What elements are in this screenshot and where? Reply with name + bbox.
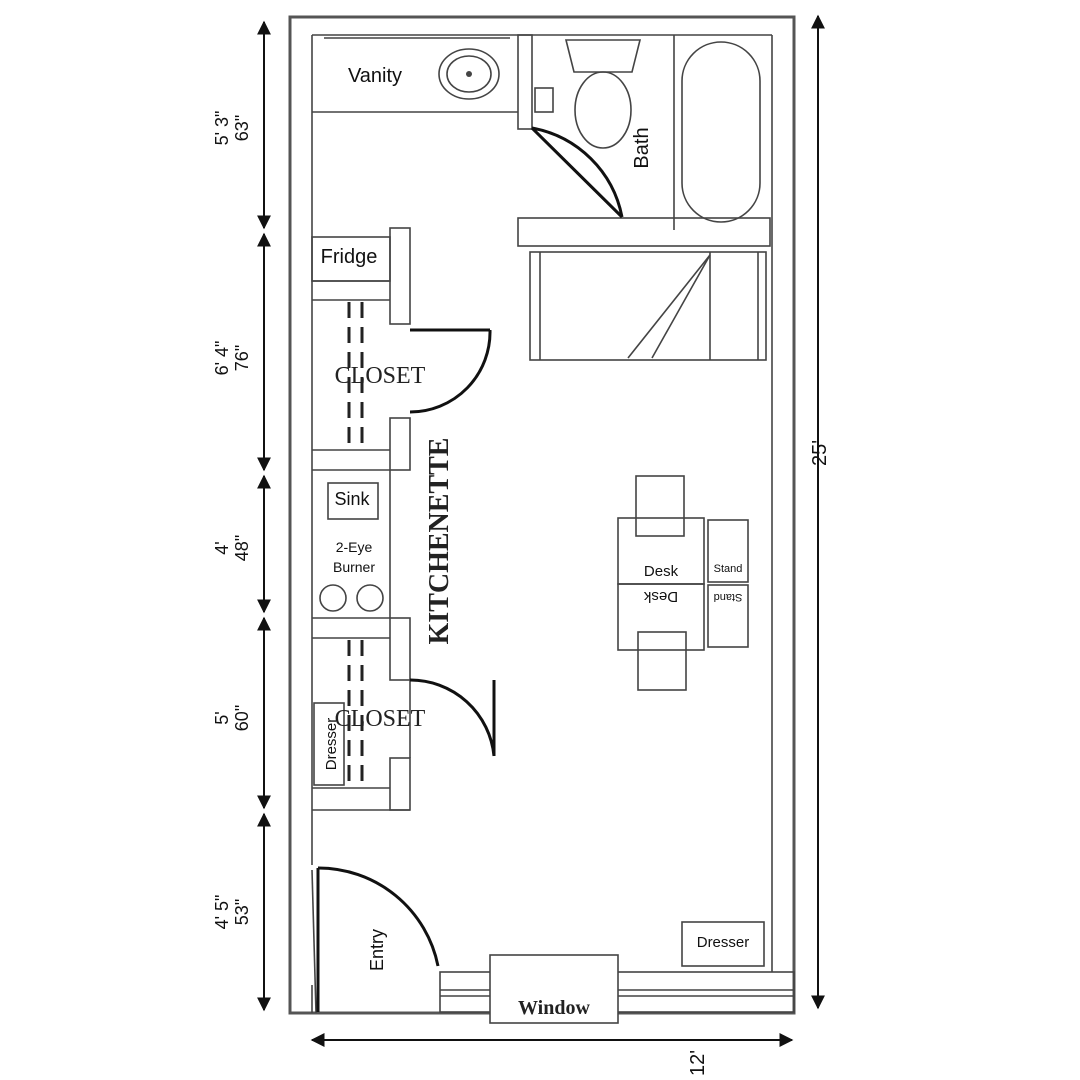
bed-icon bbox=[529, 251, 767, 361]
kitchenette-counter bbox=[319, 470, 391, 618]
closet-lower-block bbox=[312, 617, 496, 811]
svg-text:5' 3": 5' 3" bbox=[212, 111, 232, 146]
dimension-left-5: 4' 5" 53" bbox=[212, 895, 252, 930]
toilet-icon bbox=[564, 39, 642, 149]
dresser-corner-label: Dresser bbox=[697, 934, 750, 951]
stand-top-label: Stand bbox=[714, 563, 743, 575]
sink-label: Sink bbox=[334, 489, 370, 509]
fridge-closet-block bbox=[311, 227, 492, 471]
burner-label-line2: Burner bbox=[333, 559, 375, 575]
svg-text:4': 4' bbox=[212, 541, 232, 554]
desk-bottom-icon bbox=[617, 583, 705, 651]
svg-text:63": 63" bbox=[232, 115, 252, 141]
vanity-sink-icon bbox=[438, 48, 500, 100]
dimension-left-1: 5' 3" 63" bbox=[212, 111, 252, 146]
svg-text:53": 53" bbox=[232, 899, 252, 925]
bathtub-icon bbox=[681, 41, 761, 223]
svg-text:60": 60" bbox=[232, 705, 252, 731]
burner-right-icon bbox=[356, 584, 384, 612]
dimension-left-3: 4' 48" bbox=[212, 535, 252, 561]
window-label: Window bbox=[518, 997, 590, 1019]
dresser-closet-icon bbox=[313, 702, 345, 786]
window-sash bbox=[489, 954, 619, 1024]
entry-window-area bbox=[316, 866, 795, 1024]
dresser-closet-label: Dresser bbox=[323, 718, 340, 771]
desk-chair-top-icon bbox=[635, 475, 685, 537]
desk-bottom-label: Desk bbox=[643, 588, 678, 605]
burner-left-icon bbox=[319, 584, 347, 612]
svg-text:48": 48" bbox=[232, 535, 252, 561]
svg-text:4' 5": 4' 5" bbox=[212, 895, 232, 930]
svg-text:6' 4": 6' 4" bbox=[212, 341, 232, 376]
dimension-left-2: 6' 4" 76" bbox=[212, 341, 252, 376]
dresser-corner-icon bbox=[681, 921, 765, 967]
exterior-walls bbox=[288, 15, 796, 1015]
closet-upper-label: CLOSET bbox=[335, 363, 426, 389]
dimension-right-label: 25' bbox=[809, 440, 831, 466]
svg-text:5': 5' bbox=[212, 711, 232, 724]
dimension-lines bbox=[257, 14, 825, 1047]
entry-label: Entry bbox=[367, 929, 387, 971]
kitchenette-label: KITCHENETTE bbox=[424, 438, 455, 645]
bath-label: Bath bbox=[631, 127, 653, 168]
toilet-paper-holder-icon bbox=[534, 87, 554, 113]
dimension-bottom-label: 12' bbox=[687, 1050, 709, 1076]
sink-icon bbox=[327, 482, 379, 520]
closet-lower-label: CLOSET bbox=[335, 706, 426, 732]
desk-area bbox=[617, 475, 749, 691]
entry-door bbox=[317, 866, 440, 967]
stand-top-icon bbox=[707, 519, 749, 583]
stand-bottom-label: Stand bbox=[714, 591, 743, 603]
desk-chair-bottom-icon bbox=[637, 631, 687, 691]
burner-label-line1: 2-Eye bbox=[336, 539, 373, 555]
vanity-label: Vanity bbox=[348, 65, 402, 87]
dimension-left-4: 5' 60" bbox=[212, 705, 252, 731]
desk-top-label: Desk bbox=[644, 563, 679, 580]
bathroom bbox=[312, 34, 771, 247]
svg-text:76": 76" bbox=[232, 345, 252, 371]
bath-door bbox=[530, 126, 624, 219]
closet-door-lower bbox=[409, 678, 496, 757]
fridge-label: Fridge bbox=[321, 246, 378, 268]
stand-bottom-icon bbox=[707, 584, 749, 648]
